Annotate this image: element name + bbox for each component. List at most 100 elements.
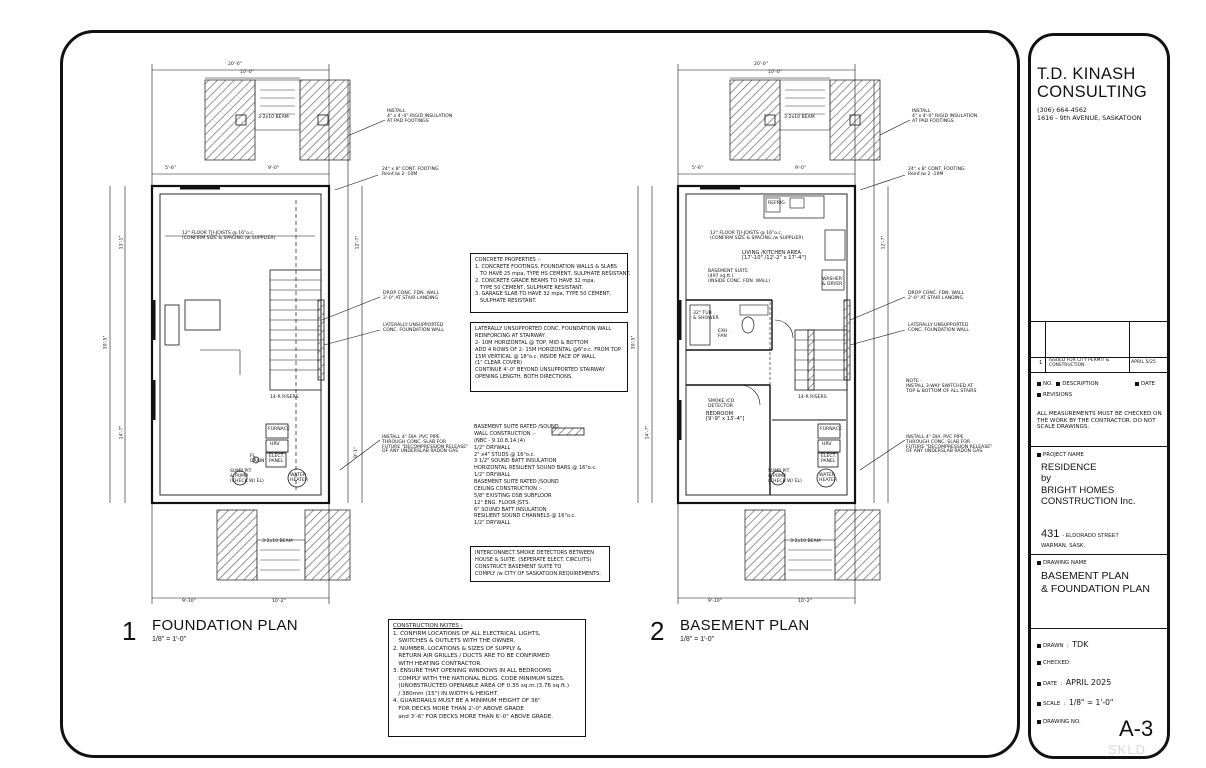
hrv-label: HRV [270, 442, 280, 447]
date-row: DATE : APRIL 2025 [1037, 678, 1111, 687]
title-rule [1031, 446, 1167, 447]
date-value: APRIL 2025 [1065, 678, 1112, 687]
note-line: SULPHATE RESISTANT. [475, 298, 537, 305]
drop-wall-callout-2: DROP CONC. FDN. WALL 2'-0" AT STAIR LAND… [908, 291, 965, 301]
refrig-label: REFRIG [768, 201, 785, 206]
beam-callout-bottom-2: 3-2x10 BEAM [790, 539, 821, 544]
revision-date: APRIL 5/25 [1131, 360, 1156, 365]
exhaust-fan-label: EXH. FAN [718, 329, 729, 339]
sound-wall-legend-swatch [551, 427, 585, 436]
smoke-detector-note: INTERCONNECT SMOKE DETECTORS BETWEEN HOU… [470, 546, 610, 582]
note-line: HOUSE & SUITE. (SEPERATE ELECT. CIRCUITS… [475, 556, 592, 563]
bullet-icon [1135, 381, 1139, 386]
bullet-icon [1037, 560, 1041, 565]
rigid-insulation-callout-2: INSTALL 4" x 4'-0" RIGID INSULATION AT P… [912, 109, 978, 124]
scale-row: SCALE : 1/8" = 1'-0" [1037, 698, 1113, 707]
note-line: WALL CONSTRUCTION :- [474, 430, 536, 437]
drawing-number: A-3 [1119, 716, 1154, 741]
dim-9-0-2: 9'-0" [795, 166, 806, 171]
suite-sound-wall-note: BASEMENT SUITE RATED /SOUND WALL CONSTRU… [470, 421, 597, 541]
bedroom-label: BEDROOM [9'-9" x 13'-4"] [706, 411, 745, 423]
note-line: 1/2" DRYWALL [474, 444, 511, 451]
plan-1-scale: 1/8" = 1'-0" [152, 636, 187, 643]
sheet-border [60, 30, 1020, 758]
note-line: 2. CONCRETE GRADE BEAMS TO HAVE 32 mpa, [475, 277, 596, 284]
revisions-label: REVISIONS [1037, 392, 1072, 398]
drawing-line2: & FOUNDATION PLAN [1041, 582, 1150, 595]
drawn-value: TDK [1072, 640, 1089, 649]
elect-panel-label-2: ELECT. PANEL [821, 454, 837, 464]
drawn-by-row: DRAWN : TDK [1037, 640, 1088, 649]
drawing-no-label: DRAWING NO. [1043, 719, 1081, 725]
firm-phone: (306) 664-4562 [1037, 106, 1087, 114]
note-line: 3 1/2" SOUND BATT INSULATION [474, 458, 557, 465]
hrv-label-2: HRV [822, 442, 832, 447]
note-line: 15M VERTICAL @ 18"o.c. INSIDE FACE OF WA… [475, 353, 596, 360]
project-line4: CONSTRUCTION Inc. [1041, 496, 1136, 508]
elect-panel-label: ELECT. PANEL [269, 454, 285, 464]
project-street: - ELDORADO STREET [1062, 533, 1119, 539]
project-number: 431 [1041, 528, 1060, 540]
note-line: 1. CONCRETE FOOTINGS, FOUNDATION WALLS &… [475, 263, 618, 270]
revision-description: ISSUED FOR CITY PERMIT & CONSTRUCTION [1049, 358, 1110, 368]
project-city: WARMAN, SASK. [1041, 543, 1086, 549]
drawing-line1: BASEMENT PLAN [1041, 570, 1129, 582]
project-line1: RESIDENCE [1041, 462, 1097, 473]
rigid-insulation-callout: INSTALL 4" x 4'-0" RIGID INSULATION AT P… [387, 109, 453, 124]
title-block: T.D. KINASH CONSULTING (306) 664-4562 16… [1028, 33, 1170, 759]
drawing-label-text: DRAWING NAME [1043, 560, 1087, 566]
revision-no: 1 [1039, 360, 1043, 366]
note-line: RESILIENT SOUND CHANNELS @ 16"o.c. [474, 513, 576, 520]
concrete-properties-note: CONCRETE PROPERTIES :- 1. CONCRETE FOOTI… [470, 253, 631, 313]
dim-width-pads-2: 10'-0" [768, 70, 782, 75]
dim-30-5: 30'-5" [103, 335, 109, 350]
project-name: RESIDENCE by BRIGHT HOMES CONSTRUCTION I… [1041, 462, 1135, 508]
radon-pipe-callout: INSTALL 4" DIA. PVC PIPE THROUGH CONC. S… [382, 435, 469, 455]
dim-9-10-2: 9'-10" [708, 599, 722, 604]
revision-rule [1031, 357, 1167, 358]
lateral-reinforcing-note: LATERALLY UNSUPPORTED CONC. FOUNDATION W… [470, 322, 628, 392]
note-line: / 380mm (15") IN WIDTH & HEIGHT. [393, 690, 499, 697]
sump-pit-label-2: SUMP PIT & PUMP (CHECK W/ EL) [768, 469, 802, 484]
washer-dryer-label: WASHER & DRYER [822, 277, 843, 287]
water-heater-label-2: WATER HEATER [819, 473, 838, 483]
note-line: REINFORCING AT STAIRWAY [475, 332, 545, 339]
firm-name: T.D. KINASH CONSULTING [1037, 65, 1147, 102]
note-line: CEILING CONSTRUCTION :- [474, 485, 543, 492]
note-line: FOR DECKS MORE THAN 2'-0" ABOVE GRADE [393, 706, 524, 713]
drawing-name-label: DRAWING NAME [1037, 560, 1087, 566]
drop-wall-callout: DROP CONC. FDN. WALL 2'-0" AT STAIR LAND… [383, 291, 440, 301]
living-kitchen-label: LIVING /KITCHEN AREA [17'-10" /12'-2" x … [742, 250, 806, 262]
note-line: 2- 10M HORIZONTAL @ TOP, MID & BOTTOM [475, 339, 589, 346]
firm-name-line2: CONSULTING [1037, 82, 1147, 101]
note-line: 2. NUMBER, LOCATIONS & SIZES OF SUPPLY & [393, 645, 522, 652]
drawing-name: BASEMENT PLAN & FOUNDATION PLAN [1041, 570, 1150, 595]
note-line: ADD 4 ROWS OF 2- 15M HORIZONTAL @6"o.c. … [475, 346, 621, 353]
floor-drain-label: FL. DRAIN [250, 454, 265, 464]
note-line: SWITCHES & OUTLETS WITH THE OWNER. [393, 638, 516, 645]
bullet-icon [1037, 452, 1041, 457]
dim-13-1: 13'-1" [119, 235, 125, 250]
title-rule [1031, 554, 1167, 555]
beam-callout-bottom: 3-2x10 BEAM [262, 539, 293, 544]
note-line: COMPLY /w CITY OF SASKATOON REQUIREMENTS… [475, 570, 601, 577]
note-line: OPENING LENGTH, BOTH DIRECTIONS. [475, 374, 573, 381]
bullet-icon [1037, 681, 1041, 686]
project-address: 431 - ELDORADO STREET [1041, 528, 1119, 541]
bullet-icon [1056, 381, 1061, 386]
scale-value: 1/8" = 1'-0" [1068, 698, 1114, 707]
revision-headers: NO. DESCRIPTION [1037, 381, 1099, 387]
note-line: 1/2" DRYWALL [474, 472, 511, 479]
dim-30-5-2: 30'-5" [631, 335, 637, 350]
dim-10-2: 10'-2" [272, 599, 286, 604]
foundation-plan-drawing [109, 64, 386, 604]
note-line: TYPE 50 CEMENT, SULPHATE RESISTANT. [475, 284, 584, 291]
construction-notes: CONSTRUCTION NOTES : 1. CONFIRM LOCATION… [388, 619, 586, 737]
hdr-description: DESCRIPTION [1062, 381, 1099, 387]
project-label: PROJECT NAME [1037, 452, 1084, 458]
footing-callout: 24" x 8" CONT. FOOTING Reinf./w 2 -10M [382, 167, 439, 177]
firm-contact: (306) 664-4562 1616 - 9th AVENUE, SASKAT… [1037, 106, 1142, 123]
lateral-wall-callout-2: LATERALLY UNSUPPORTED CONC. FOUNDATION W… [908, 323, 969, 333]
revision-rule [1031, 372, 1167, 373]
